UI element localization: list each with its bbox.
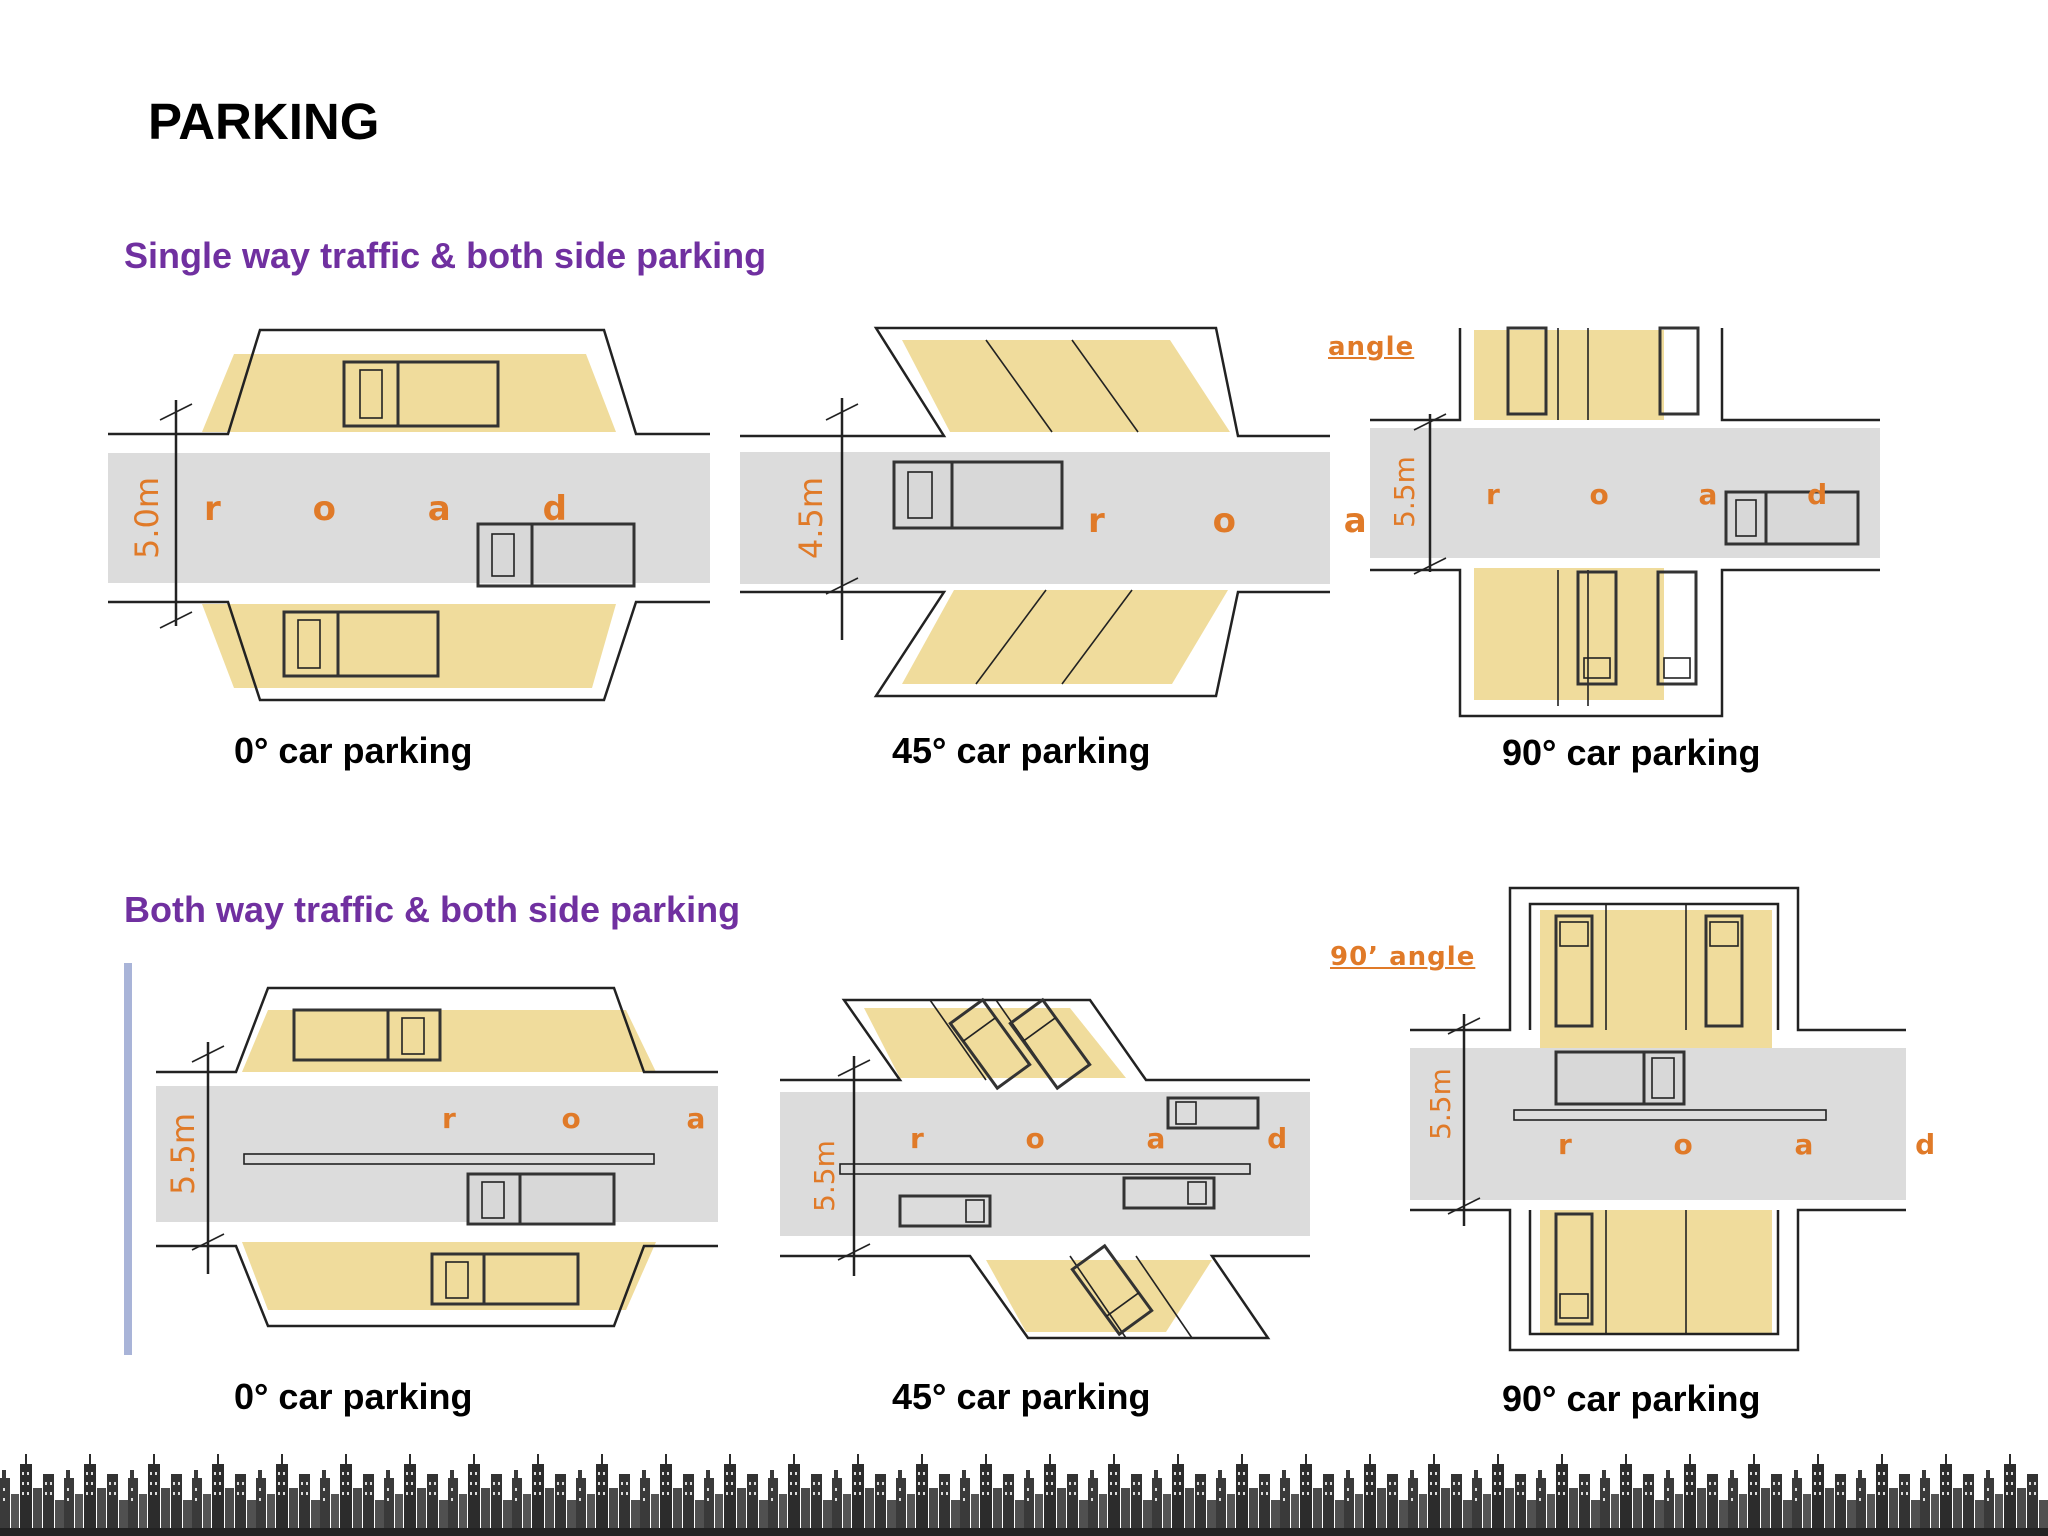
dimension-label: 4.5m: [792, 477, 830, 559]
road-label: r o a d: [910, 1122, 1333, 1155]
page-title: PARKING: [148, 93, 380, 150]
section-heading-single-way: Single way traffic & both side parking: [124, 235, 767, 276]
caption-90-degree-single-way: 90° car parking: [1502, 732, 1761, 773]
caption-45-degree-both-way: 45° car parking: [892, 1376, 1151, 1417]
section-heading-both-way: Both way traffic & both side parking: [124, 889, 741, 930]
road-label: r o a d: [204, 489, 607, 529]
caption-0-degree-both-way: 0° car parking: [234, 1376, 473, 1417]
diagram-90-degree-both-way: 5.5m r o a d: [1410, 886, 1935, 1352]
road-label: r o a d: [442, 1102, 879, 1135]
dimension-label: 5.5m: [808, 1140, 841, 1212]
side-accent-bar: [124, 963, 132, 1355]
angle-tag-top: angle: [1328, 332, 1415, 362]
dimension-label: 5.0m: [128, 477, 166, 559]
caption-90-degree-both-way: 90° car parking: [1502, 1378, 1761, 1419]
dimension-label: 5.5m: [164, 1113, 202, 1195]
angle-tag-bottom: 90’ angle: [1330, 942, 1476, 972]
road-label: r o a: [1088, 501, 1415, 541]
dimension-label: 5.5m: [1424, 1068, 1457, 1140]
diagram-0-degree-single-way: 5.0m r o a d: [108, 328, 710, 702]
road-label: r o a d: [1486, 478, 1867, 511]
caption-45-degree-single-way: 45° car parking: [892, 730, 1151, 771]
caption-0-degree-single-way: 0° car parking: [234, 730, 473, 771]
diagram-90-degree-single-way: 5.5m r o a d: [1370, 326, 1880, 718]
diagram-0-degree-both-way: 5.5m r o a d: [156, 986, 831, 1328]
city-skyline-decoration: [0, 1448, 2048, 1536]
road-label: r o a d: [1558, 1128, 1981, 1161]
dimension-label: 5.5m: [1388, 456, 1421, 528]
diagram-45-degree-single-way: 4.5m r o a: [740, 326, 1367, 698]
diagram-45-degree-both-way: 5.5m r o a d: [780, 997, 1310, 1340]
